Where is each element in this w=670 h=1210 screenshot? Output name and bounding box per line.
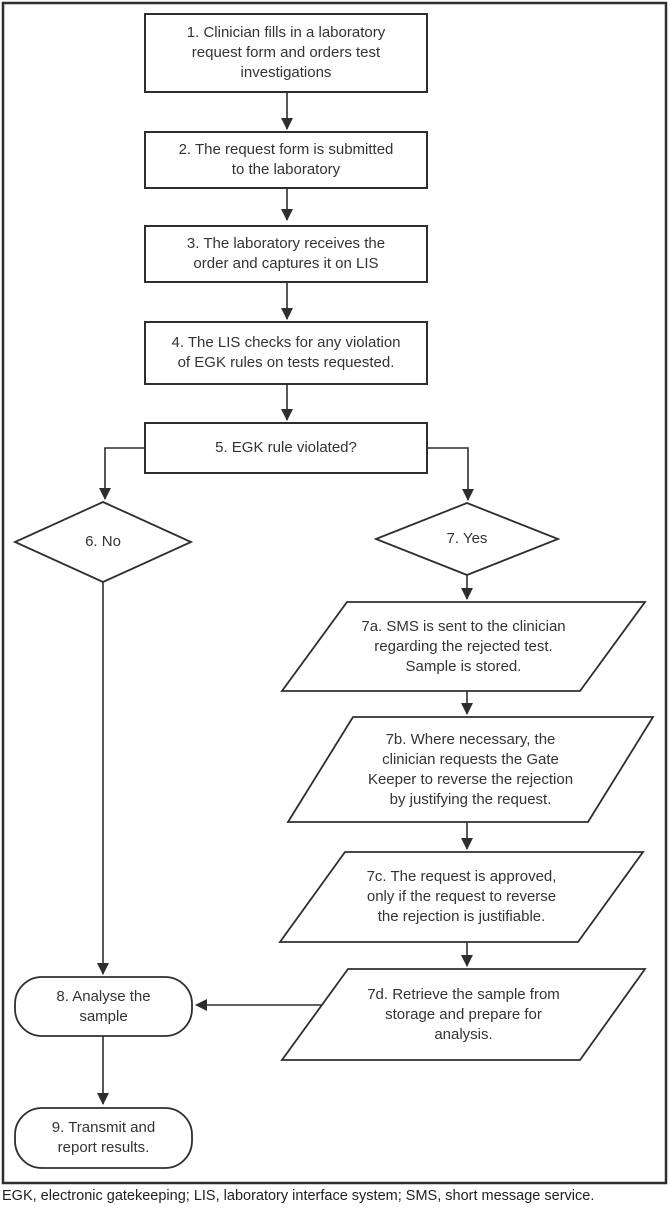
node-step7-label: 7. Yes bbox=[446, 530, 488, 547]
node-step7a-label: 7a. SMS is sent to the clinician regardi… bbox=[361, 617, 566, 675]
node-step4-shape bbox=[144, 321, 428, 385]
node-step2-label: 2. The request form is submitted to the … bbox=[178, 141, 394, 178]
connector-step5-step6 bbox=[99, 447, 145, 500]
node-step3-label: 3. The laboratory receives the order and… bbox=[186, 235, 386, 272]
node-step1-shape bbox=[144, 13, 428, 93]
node-step7b-label: 7b. Where necessary, the clinician reque… bbox=[367, 730, 574, 808]
connector-step5-step7 bbox=[427, 447, 474, 501]
node-step7c-label: 7c. The request is approved, only if the… bbox=[366, 868, 557, 925]
node-step5-label: 5. EGK rule violated? bbox=[215, 439, 357, 456]
node-step7c-shape bbox=[278, 851, 645, 943]
node-step7d-shape bbox=[280, 968, 647, 1061]
abbreviation-footnote: EGK, electronic gatekeeping; LIS, labora… bbox=[2, 1188, 595, 1204]
node-step2-shape bbox=[144, 131, 428, 189]
node-step8-label: 8. Analyse the sample bbox=[56, 987, 151, 1025]
node-step7d-label: 7d. Retrieve the sample from storage and… bbox=[367, 985, 560, 1043]
diagram-border bbox=[1, 1, 668, 1185]
node-step3-shape bbox=[144, 225, 428, 283]
node-step6-label: 6. No bbox=[85, 533, 121, 550]
node-step9-label: 9. Transmit and report results. bbox=[51, 1119, 156, 1156]
node-step7b-shape bbox=[286, 716, 655, 823]
node-step9-shape bbox=[14, 1107, 193, 1169]
node-step7a-shape bbox=[280, 601, 647, 692]
node-step1-label: 1. Clinician fills in a laboratory reque… bbox=[186, 24, 386, 81]
node-step4-label: 4. The LIS checks for any violation of E… bbox=[171, 334, 401, 371]
